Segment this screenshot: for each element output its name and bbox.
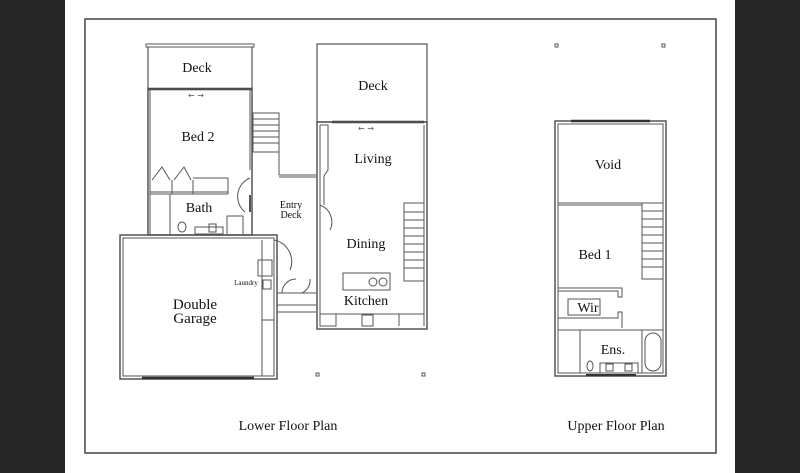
sheet-border [84,18,717,454]
lower-floor-plan: ← → ← → [119,43,428,380]
room-label-deck-left: Deck [182,61,212,76]
room-label-bed1: Bed 1 [578,248,611,263]
svg-text:← →: ← → [358,124,374,133]
room-label-garage-line1: Double [173,297,218,313]
room-label-void: Void [595,158,621,173]
stair-right [403,202,425,282]
room-label-garage-line2: Garage [173,311,217,327]
room-label-bed2: Bed 2 [181,130,214,145]
room-label-dining: Dining [347,237,386,252]
bathtub [644,332,662,372]
room-label-wir: Wir [577,301,599,316]
room-label-ens: Ens. [601,343,626,358]
room-label-kitchen: Kitchen [344,294,388,309]
drawing-sheet [65,0,735,473]
upper-floor-plan [554,43,667,377]
room-label-bath: Bath [186,201,212,216]
room-label-living: Living [354,152,391,167]
svg-text:← →: ← → [188,91,204,100]
room-label-laundry: Laundry [234,279,258,287]
room-label-entry-deck-line2: Deck [280,210,301,221]
kitchen-island [342,272,391,291]
room-label-entry-deck-line1: Entry [280,200,302,211]
room-label-deck-right: Deck [358,79,388,94]
upper-floor-plan-title: Upper Floor Plan [567,419,664,434]
lower-floor-plan-title: Lower Floor Plan [239,419,338,434]
living-dining-kitchen [316,121,428,330]
stair-upper [641,202,664,280]
